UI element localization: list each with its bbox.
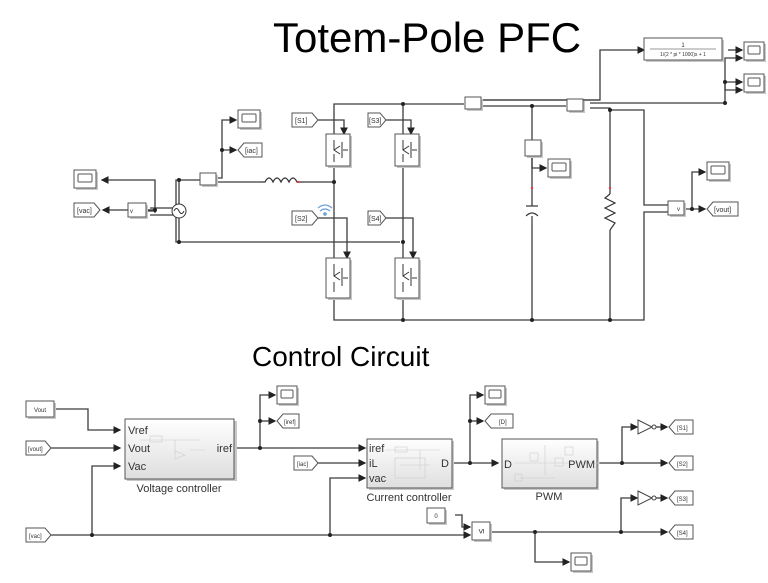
from-vout[interactable]: [vout] [25,440,52,456]
goto-iac[interactable]: [iac] [237,142,263,158]
current-controller-label: Current controller [367,492,452,504]
signal-broadcast-icon [317,204,333,216]
goto-vout[interactable]: [vout] [706,201,739,217]
inductor[interactable] [260,177,305,184]
svg-text:D: D [504,459,512,471]
svg-text:[iref]: [iref] [284,420,296,426]
transfer-function-block[interactable]: 1 1/(2 * pi * 1000)s + 1 [643,37,724,62]
current-meter-cap[interactable] [524,139,543,158]
scope-filtered-1[interactable] [743,41,766,62]
svg-text:iref: iref [217,443,233,455]
from-s4[interactable]: [S4] [367,210,387,226]
svg-text:[S4]: [S4] [677,531,688,537]
from-s1[interactable]: [S1] [291,112,319,128]
voltage-meter-vout[interactable]: v [667,200,686,217]
ac-voltage-source[interactable] [171,203,187,219]
svg-text:[S1]: [S1] [295,118,308,125]
switch-s3[interactable] [394,133,421,168]
scope-filtered-2[interactable] [743,73,766,94]
svg-text:[iac]: [iac] [245,148,258,155]
from-iac[interactable]: [iac] [293,455,319,471]
goto-vac[interactable]: [vac] [73,202,101,218]
not-gate-s1[interactable] [637,419,657,435]
switch-s4[interactable] [394,257,421,300]
svg-text:iref: iref [369,443,385,455]
svg-text:[iac]: [iac] [297,462,308,468]
voltage-meter-vac[interactable]: v [127,202,148,219]
switch-s2[interactable] [325,257,352,300]
pwm-label: PWM [536,491,563,503]
capacitor[interactable] [525,186,539,224]
svg-text:[D]: [D] [499,420,507,426]
goto-s3[interactable]: [S3] [668,490,694,506]
scope-iac[interactable] [237,109,262,130]
svg-text:Vout: Vout [128,443,150,455]
tf-denominator: 1/(2 * pi * 1000)s + 1 [660,52,706,58]
svg-text:[S2]: [S2] [295,216,308,223]
pwm-block[interactable]: D PWM [501,438,600,490]
not-gate-s3[interactable] [637,490,657,506]
constant-vout-ref[interactable]: Vout [25,400,56,419]
goto-d[interactable]: [D] [484,413,514,429]
from-s3[interactable]: [S3] [367,112,387,128]
voltage-controller-label: Voltage controller [137,483,222,495]
power-wires [100,46,744,321]
from-s2[interactable]: [S2] [291,210,319,226]
comparator-le[interactable]: ≤ [471,521,492,542]
svg-text:[S1]: [S1] [677,426,688,432]
svg-text:vac: vac [369,473,387,485]
svg-text:Vref: Vref [128,425,149,437]
current-meter-top-1[interactable] [464,96,483,111]
control-junctions [90,419,624,537]
svg-text:[vac]: [vac] [77,208,92,215]
svg-text:v: v [677,207,680,213]
svg-text:[vout]: [vout] [28,447,43,453]
goto-s2[interactable]: [S2] [668,455,694,471]
svg-text:Vac: Vac [128,461,147,473]
svg-text:D: D [441,458,449,470]
goto-s4[interactable]: [S4] [668,524,694,540]
goto-s1[interactable]: [S1] [668,419,694,435]
control-wires [51,391,669,566]
scope-vout[interactable] [706,161,731,182]
svg-text:≤: ≤ [476,528,486,533]
from-vac[interactable]: [vac] [25,527,52,543]
power-junctions [153,80,727,322]
svg-text:[vout]: [vout] [714,207,731,214]
svg-text:Vout: Vout [34,408,46,414]
current-meter-top-2[interactable] [566,98,585,113]
svg-text:[S3]: [S3] [677,497,688,503]
svg-text:[S4]: [S4] [369,216,382,223]
scope-polarity[interactable] [570,552,593,573]
power-stage-title: Totem-Pole PFC [273,14,581,61]
tf-numerator: 1 [681,43,685,49]
svg-text:PWM: PWM [568,459,595,471]
constant-zero[interactable]: 0 [426,507,447,525]
svg-text:[vac]: [vac] [29,534,42,540]
svg-text:iL: iL [369,458,378,470]
svg-text:0: 0 [434,514,438,520]
switch-s1[interactable] [325,133,352,168]
scope-iref[interactable] [276,385,299,406]
goto-iref[interactable]: [iref] [276,413,300,429]
scope-vac[interactable] [73,169,98,190]
control-circuit-title: Control Circuit [252,341,430,372]
resistor[interactable] [603,186,617,231]
svg-text:v: v [130,209,133,215]
current-meter[interactable] [199,172,218,187]
scope-d[interactable] [484,385,507,406]
scope-vcap[interactable] [547,158,572,179]
svg-text:[S2]: [S2] [677,462,688,468]
voltage-controller-block[interactable]: Vref Vout Vac iref [124,418,237,481]
svg-text:[S3]: [S3] [369,118,382,125]
current-controller-block[interactable]: iref iL vac D [366,438,454,490]
